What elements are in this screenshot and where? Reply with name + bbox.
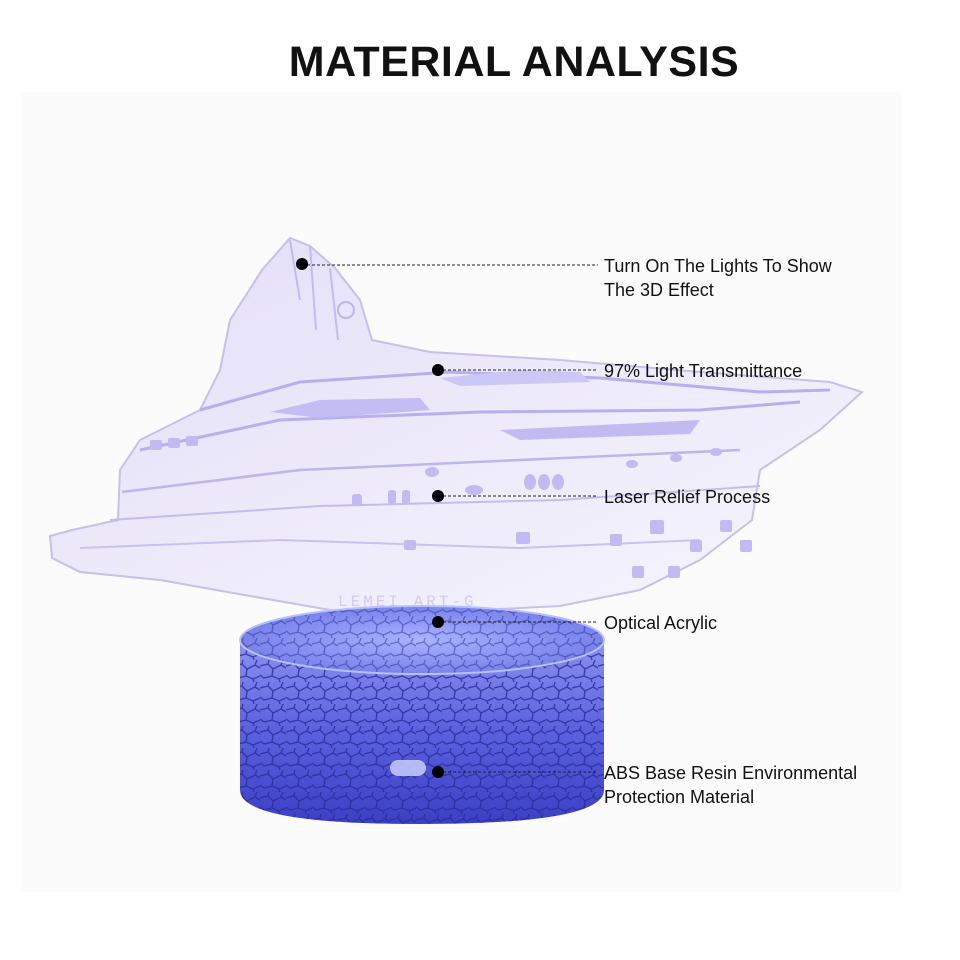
callout-dot-lights bbox=[296, 258, 308, 270]
callout-abs-base: ABS Base Resin Environmental Protection … bbox=[604, 761, 857, 809]
base-buttons bbox=[390, 760, 426, 776]
callout-dot-laser bbox=[432, 490, 444, 502]
callout-lights-effect: Turn On The Lights To Show The 3D Effect bbox=[604, 254, 832, 302]
callout-dot-acrylic bbox=[432, 616, 444, 628]
callout-line: The 3D Effect bbox=[604, 280, 714, 300]
callout-dot-transmittance bbox=[432, 364, 444, 376]
acrylic-yacht-panel: LEMEI ART-G bbox=[48, 236, 864, 614]
callout-optical-acrylic: Optical Acrylic bbox=[604, 611, 717, 635]
callout-dot-abs bbox=[432, 766, 444, 778]
callout-leaders bbox=[302, 264, 598, 773]
page-title: MATERIAL ANALYSIS bbox=[288, 38, 740, 86]
callout-line: ABS Base Resin Environmental bbox=[604, 763, 858, 783]
callout-line: 97% Light Transmittance bbox=[604, 361, 803, 381]
crackle-base bbox=[239, 605, 605, 824]
callout-laser-relief: Laser Relief Process bbox=[604, 485, 770, 509]
callout-line: Protection Material bbox=[604, 787, 755, 807]
callout-light-transmittance: 97% Light Transmittance bbox=[604, 359, 802, 383]
callout-line: Turn On The Lights To Show bbox=[604, 256, 832, 276]
callout-line: Laser Relief Process bbox=[604, 487, 771, 507]
callout-line: Optical Acrylic bbox=[604, 613, 718, 633]
